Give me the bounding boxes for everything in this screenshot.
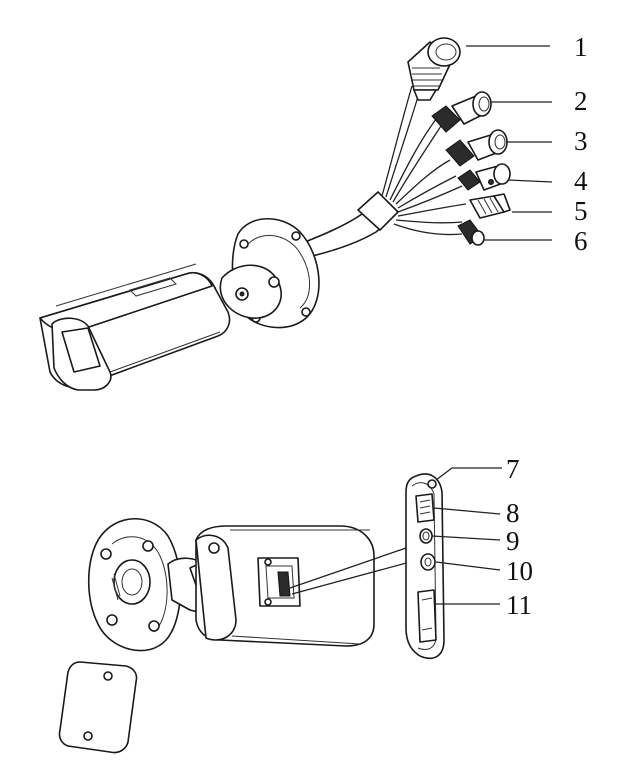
callout-leaders-top (466, 45, 553, 241)
callout-9: 9 (506, 526, 520, 556)
audio-connector (445, 129, 508, 167)
callout-8: 8 (506, 498, 520, 528)
bullet-camera-body (39, 263, 231, 391)
cable-harness (299, 85, 467, 259)
wall-mount-base (219, 218, 320, 329)
callout-5: 5 (574, 196, 588, 226)
reset-connector (457, 219, 485, 246)
callout-6: 6 (574, 226, 588, 256)
terminal-block-connector (469, 193, 511, 219)
bnc-connector (457, 163, 511, 191)
callout-3: 3 (574, 126, 588, 156)
callout-leaders-bottom (431, 467, 502, 605)
port-panel-inset (405, 473, 445, 660)
callout-7: 7 (506, 454, 520, 484)
cover-plate (58, 661, 138, 754)
mount-base-open (87, 517, 182, 652)
callout-4: 4 (574, 166, 588, 196)
callout-2: 2 (574, 86, 588, 116)
power-connector (431, 91, 492, 133)
callout-11: 11 (506, 590, 532, 620)
camera-body-open (167, 525, 411, 647)
callout-1: 1 (574, 32, 588, 62)
callout-10: 10 (506, 556, 533, 586)
callout-labels: 1 2 3 4 5 6 7 8 9 10 11 (506, 32, 588, 620)
network-connector (407, 37, 461, 101)
